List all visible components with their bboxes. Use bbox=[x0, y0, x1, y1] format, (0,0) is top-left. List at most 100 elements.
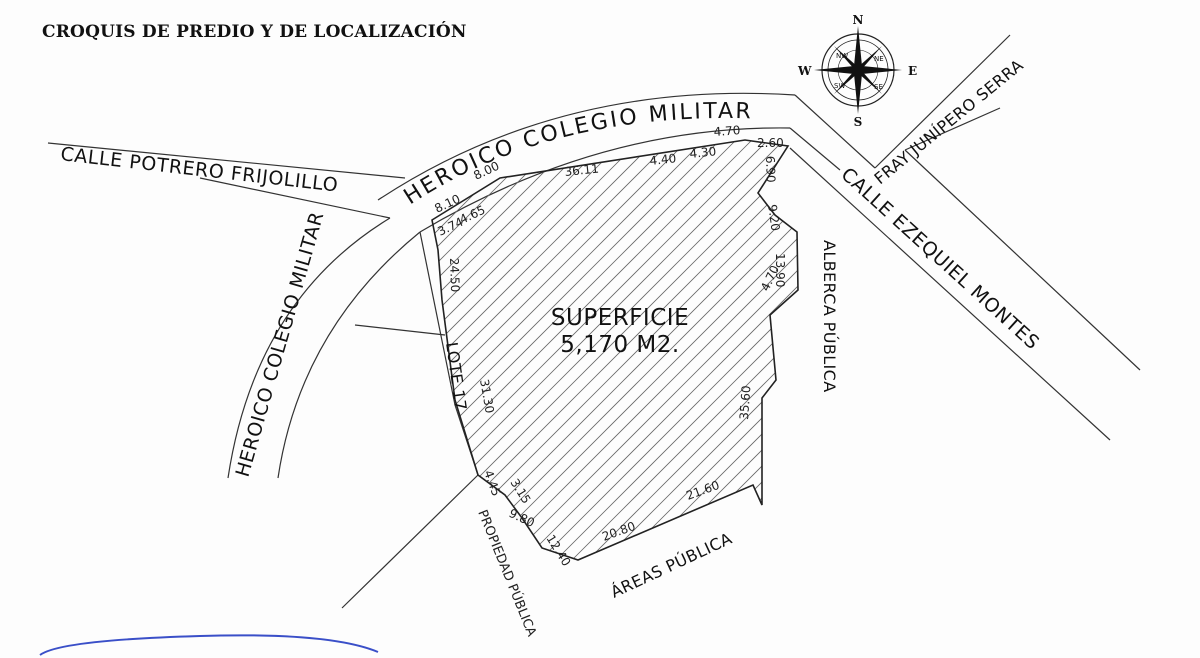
street-edge-fray-south bbox=[904, 107, 1001, 151]
measurement: 9.80 bbox=[507, 506, 537, 530]
street-edge-heroico-inner bbox=[419, 127, 791, 233]
hatch-line bbox=[432, 140, 665, 560]
hatch-line bbox=[432, 140, 793, 560]
hatch-line bbox=[432, 140, 617, 560]
hatch-line bbox=[735, 140, 798, 560]
hatch-line bbox=[432, 140, 601, 560]
hatch-line bbox=[944, 100, 1200, 620]
measurement: 2.60 bbox=[757, 136, 784, 150]
street-label-potrero: CALLE POTRERO FRIJOLILLO bbox=[59, 143, 339, 196]
measurement: 36.11 bbox=[564, 161, 600, 179]
hatch-line bbox=[479, 140, 798, 560]
measurement: 9.20 bbox=[765, 203, 783, 231]
hatch-line bbox=[880, 100, 1200, 620]
street-label-ezequiel-path: CALLE EZEQUIEL MONTES bbox=[837, 163, 1043, 354]
hatch-line bbox=[1072, 100, 1200, 620]
measurement: 4.40 bbox=[649, 151, 677, 168]
measurement: 31.30 bbox=[477, 378, 497, 414]
signature-stroke bbox=[39, 634, 379, 656]
compass-rose: N S E W NW NE SW SE bbox=[797, 13, 917, 129]
hatch-line bbox=[912, 100, 1200, 620]
hatch-line bbox=[447, 140, 798, 560]
hatch-line bbox=[1088, 100, 1200, 620]
hatch-line bbox=[1152, 100, 1200, 620]
hatch-line bbox=[960, 100, 1200, 620]
label-lote-17: LOTE 17 bbox=[442, 341, 470, 412]
compass-sw: SW bbox=[834, 82, 845, 90]
street-label-ezequiel: CALLE EZEQUIEL MONTES bbox=[837, 163, 1044, 354]
label-alberca-publica: ALBERCA PÚBLICA bbox=[820, 240, 839, 393]
compass-nw: NW bbox=[836, 52, 848, 60]
street-edge-potrero-upper bbox=[47, 142, 406, 179]
street-edge-heroico-east-2 bbox=[789, 127, 841, 171]
hatch-line bbox=[432, 140, 777, 560]
hatch-line bbox=[432, 140, 649, 560]
hatch-line bbox=[1040, 100, 1200, 620]
measurement: 24.50 bbox=[447, 258, 462, 293]
measurement: 8.10 bbox=[432, 192, 462, 216]
street-edge-potrero-lower bbox=[199, 177, 391, 219]
hatch-line bbox=[432, 140, 798, 560]
street-edge-fray-north bbox=[874, 34, 1011, 169]
hatch-line bbox=[432, 140, 633, 560]
hatch-line bbox=[559, 140, 798, 560]
hatch-line bbox=[976, 100, 1200, 620]
hatch-line bbox=[896, 100, 1200, 620]
hatch-line bbox=[511, 140, 798, 560]
measurement: 35.60 bbox=[737, 385, 753, 420]
street-edge-heroico-east bbox=[794, 94, 876, 169]
compass-se: SE bbox=[874, 83, 883, 91]
hatch-line bbox=[607, 140, 798, 560]
measurement: 6.90 bbox=[763, 156, 778, 183]
measurement: 13.90 bbox=[773, 253, 787, 287]
compass-w: W bbox=[797, 64, 812, 78]
hatch-line bbox=[1056, 100, 1200, 620]
street-edge-ezequiel-west bbox=[789, 147, 1111, 441]
hatch-line bbox=[543, 140, 798, 560]
compass-n: N bbox=[853, 13, 864, 27]
hatch-line bbox=[432, 140, 585, 560]
hatch-line bbox=[1024, 100, 1200, 620]
hatch-line bbox=[1008, 100, 1200, 620]
street-tie-line bbox=[354, 324, 446, 336]
street-edge-heroico-outer bbox=[377, 92, 796, 201]
hatch-line bbox=[1168, 100, 1200, 620]
superficie-value: 5,170 M2. bbox=[560, 332, 679, 358]
measurement: 4.45 bbox=[481, 468, 503, 498]
hatch-line bbox=[432, 140, 761, 560]
hatch-line bbox=[848, 100, 1200, 620]
street-edge-ezequiel-east bbox=[904, 149, 1141, 371]
hatch-line bbox=[751, 140, 798, 560]
propiedad-boundary bbox=[341, 474, 479, 609]
hatch-line bbox=[432, 140, 713, 560]
hatch-line bbox=[432, 140, 681, 560]
hatch-line bbox=[864, 100, 1200, 620]
hatch-line bbox=[655, 140, 798, 560]
hatch-line bbox=[719, 140, 798, 560]
hatch-line bbox=[432, 140, 798, 560]
street-edge-heroico-left-inner bbox=[277, 231, 421, 479]
hatch-line bbox=[1136, 100, 1200, 620]
compass-ne: NE bbox=[874, 55, 884, 63]
street-edge-heroico-left-outer bbox=[227, 217, 391, 479]
measurement: 4.70 bbox=[713, 123, 741, 139]
hatch-line bbox=[1104, 100, 1200, 620]
hatch-line bbox=[1120, 100, 1200, 620]
hatch-line bbox=[671, 140, 798, 560]
hatch-line bbox=[816, 100, 1200, 620]
superficie-title: SUPERFICIE bbox=[551, 305, 689, 331]
compass-s: S bbox=[854, 115, 863, 129]
hatch-line bbox=[495, 140, 798, 560]
hatch-line bbox=[432, 140, 798, 560]
hatch-line bbox=[432, 140, 729, 560]
hatch-line bbox=[928, 100, 1200, 620]
hatch-line bbox=[432, 140, 745, 560]
compass-e: E bbox=[908, 64, 917, 78]
lot-boundary bbox=[431, 139, 799, 561]
street-label-heroico-left: HEROICO COLEGIO MILITAR bbox=[232, 209, 329, 479]
hatch-line bbox=[1184, 100, 1200, 620]
measurement: 3.15 bbox=[507, 476, 533, 506]
measurement: 20.80 bbox=[600, 519, 637, 544]
